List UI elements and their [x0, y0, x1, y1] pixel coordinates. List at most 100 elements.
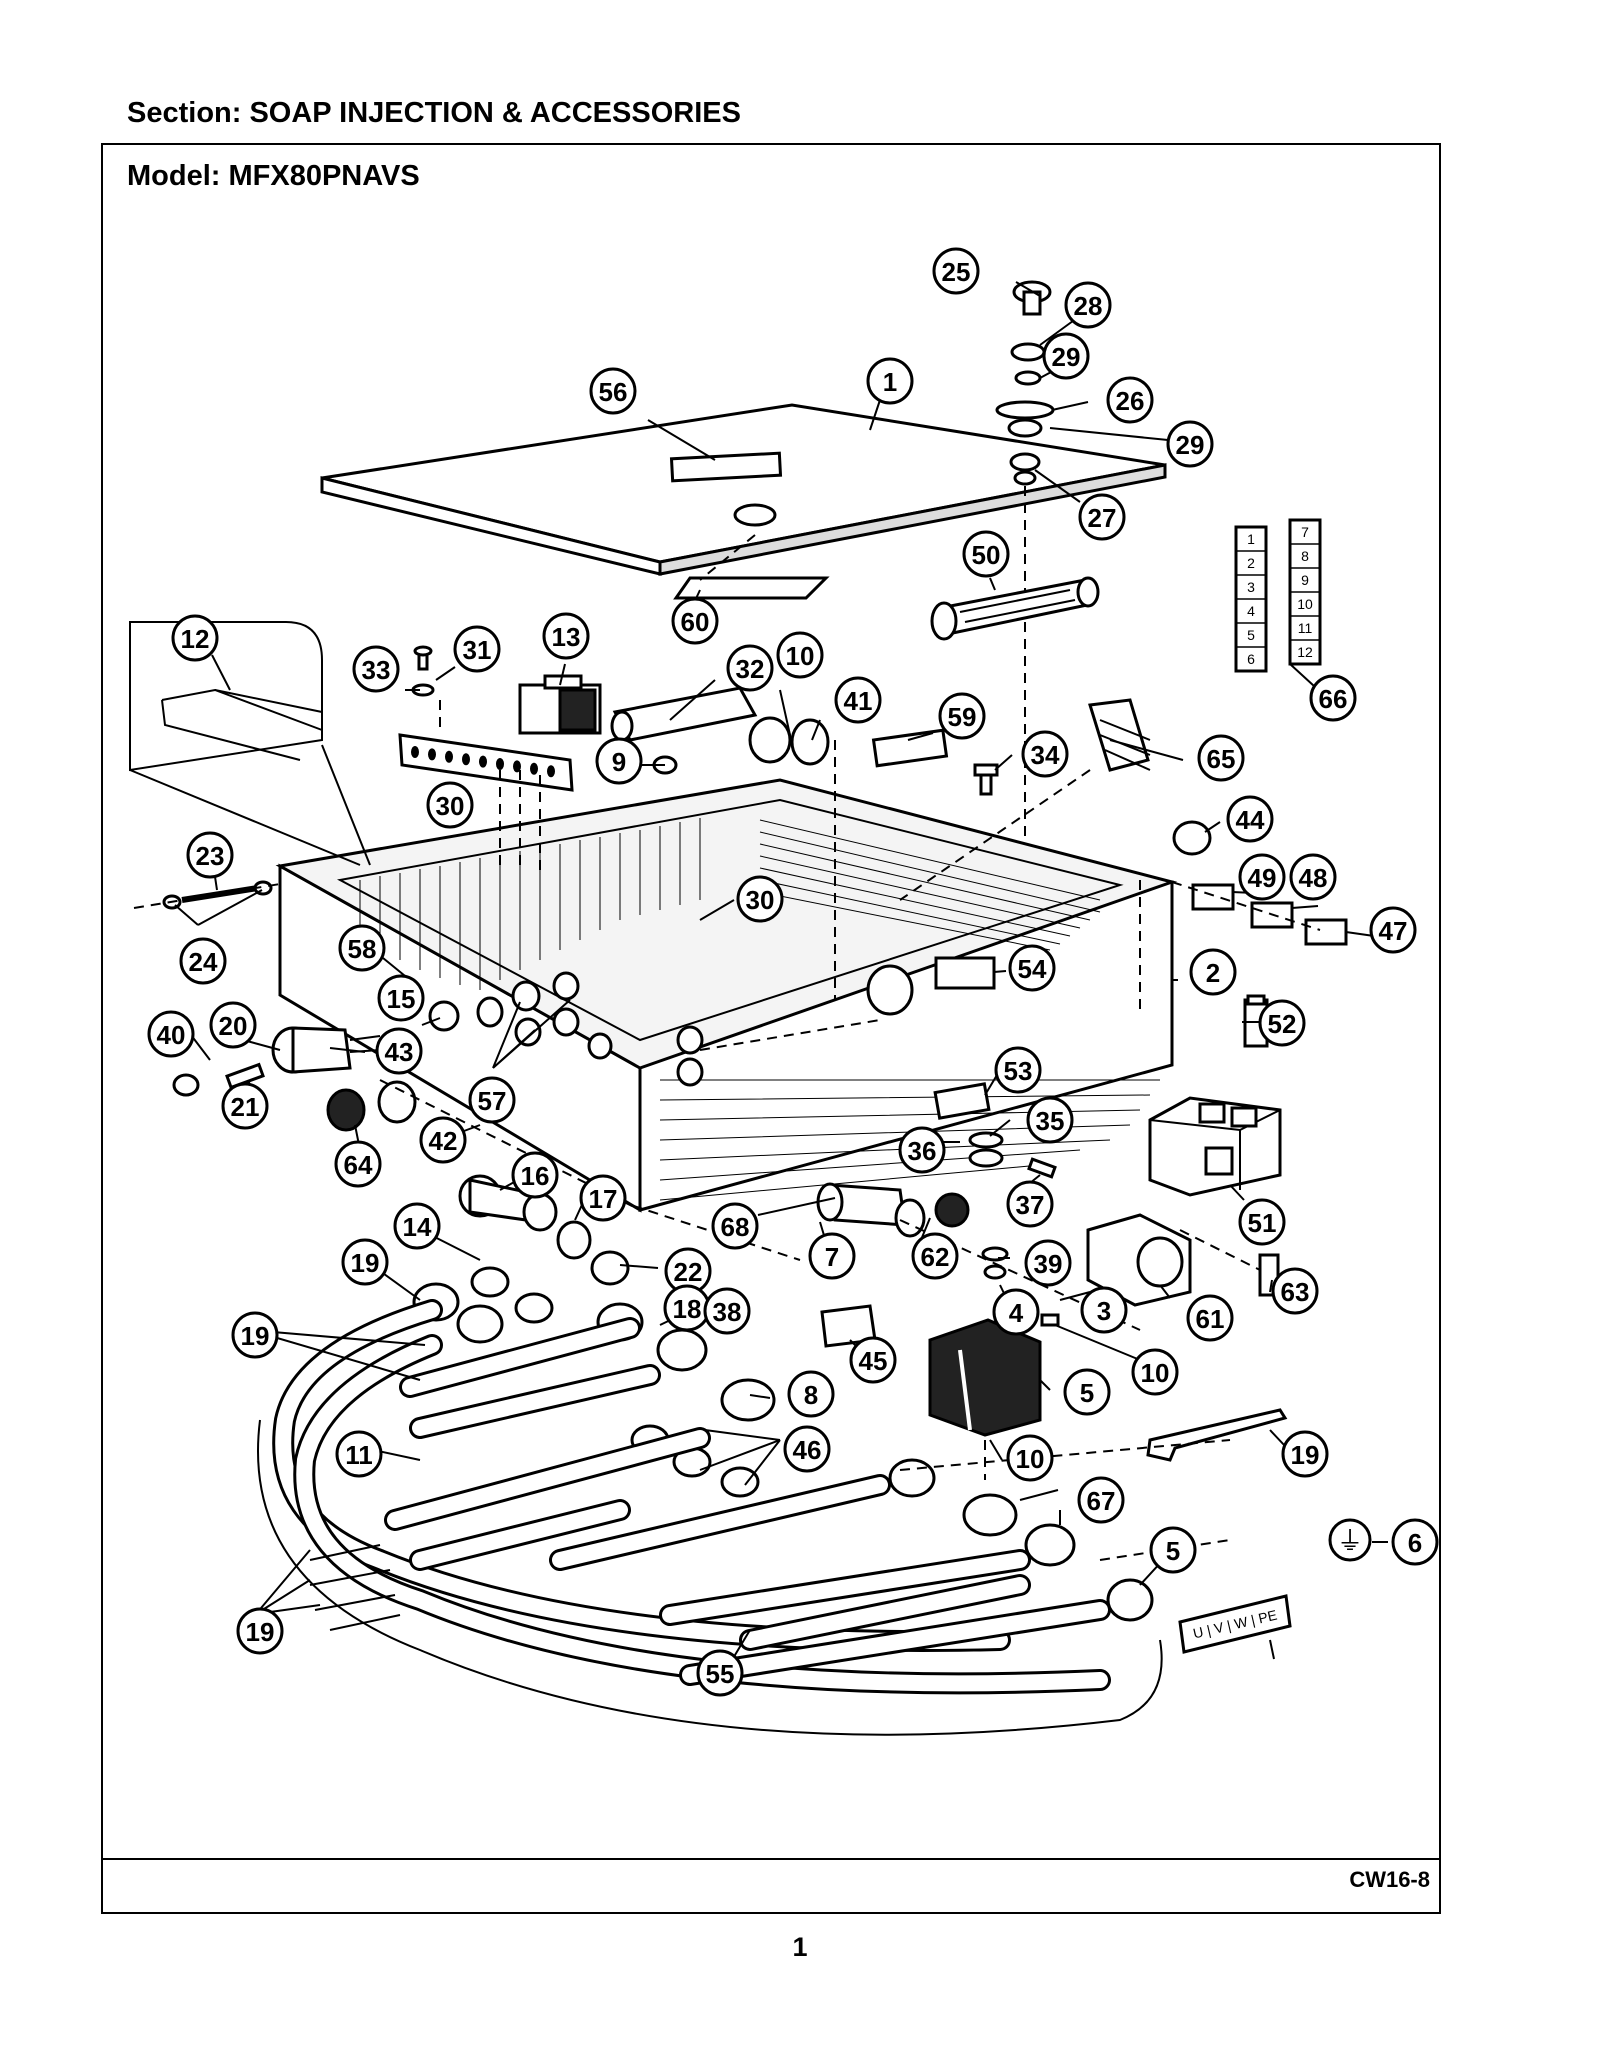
- svg-text:29: 29: [1176, 430, 1205, 460]
- callout-46: 46: [783, 1425, 831, 1473]
- callout-40: 40: [147, 1010, 195, 1058]
- callout-10: 10: [1006, 1434, 1054, 1482]
- callout-13: 13: [542, 612, 590, 660]
- terminal-label: 6: [1247, 651, 1255, 667]
- ground-symbol: ⏚: [1328, 1518, 1372, 1562]
- svg-text:15: 15: [387, 984, 416, 1014]
- terminal-label: 2: [1247, 555, 1255, 571]
- footer-divider: [101, 1858, 1441, 1860]
- callout-32: 32: [726, 644, 774, 692]
- callout-17: 17: [579, 1174, 627, 1222]
- callout-2: 2: [1189, 948, 1237, 996]
- svg-text:22: 22: [674, 1257, 703, 1287]
- svg-text:30: 30: [746, 885, 775, 915]
- elbow-fittings: [458, 1174, 630, 1324]
- transformer-8: [928, 1318, 1042, 1437]
- callout-20: 20: [209, 1001, 257, 1049]
- svg-text:41: 41: [844, 686, 873, 716]
- callout-64: 64: [334, 1140, 382, 1188]
- callout-29: 29: [1042, 332, 1090, 380]
- terminal-hole: [445, 750, 453, 763]
- svg-text:29: 29: [1052, 342, 1081, 372]
- callout-52: 52: [1258, 999, 1306, 1047]
- callout-66: 66: [1309, 674, 1357, 722]
- ground-icon: ⏚: [1337, 1526, 1363, 1556]
- callout-39: 39: [1024, 1239, 1072, 1287]
- callout-43: 43: [375, 1027, 423, 1075]
- terminal-label: 10: [1297, 596, 1313, 612]
- svg-text:9: 9: [612, 747, 626, 777]
- callout-6: 6: [1391, 1518, 1439, 1566]
- callout-41: 41: [834, 676, 882, 724]
- callout-19: 19: [1281, 1430, 1329, 1478]
- svg-text:1: 1: [883, 367, 897, 397]
- terminal-hole: [479, 755, 487, 768]
- svg-text:3: 3: [1097, 1296, 1111, 1326]
- svg-text:35: 35: [1036, 1106, 1065, 1136]
- terminal-hole: [411, 746, 419, 758]
- callout-38: 38: [703, 1287, 751, 1335]
- svg-text:44: 44: [1236, 805, 1265, 835]
- callout-22: 22: [664, 1247, 712, 1295]
- svg-text:53: 53: [1004, 1056, 1033, 1086]
- terminal-hole: [496, 758, 504, 770]
- svg-text:65: 65: [1207, 744, 1236, 774]
- svg-text:61: 61: [1196, 1304, 1225, 1334]
- callout-44: 44: [1226, 795, 1274, 843]
- callout-10: 10: [776, 631, 824, 679]
- lid-screw-stack: [995, 280, 1055, 900]
- svg-text:67: 67: [1087, 1486, 1116, 1516]
- callout-51: 51: [1238, 1198, 1286, 1246]
- callout-9: 9: [595, 737, 643, 785]
- callout-26: 26: [1106, 376, 1154, 424]
- terminal-label: 1: [1247, 531, 1255, 547]
- terminal-hole: [547, 765, 555, 778]
- svg-text:24: 24: [189, 947, 218, 977]
- svg-text:63: 63: [1281, 1277, 1310, 1307]
- terminal-label: 4: [1247, 603, 1255, 619]
- callout-49: 49: [1238, 853, 1286, 901]
- callout-25: 25: [932, 247, 980, 295]
- callout-67: 67: [1077, 1476, 1125, 1524]
- svg-text:7: 7: [825, 1242, 839, 1272]
- svg-text:55: 55: [706, 1659, 735, 1689]
- svg-text:27: 27: [1088, 503, 1117, 533]
- svg-text:56: 56: [599, 377, 628, 407]
- diagram-frame: [101, 143, 1441, 1914]
- terminal-label: 3: [1247, 579, 1255, 595]
- svg-text:32: 32: [736, 654, 765, 684]
- svg-text:19: 19: [351, 1248, 380, 1278]
- screw-34: [973, 763, 999, 796]
- svg-text:42: 42: [429, 1126, 458, 1156]
- left-fittings: [172, 1000, 641, 1211]
- terminal-label: 8: [1301, 548, 1309, 564]
- callout-27: 27: [1078, 493, 1126, 541]
- terminal-65: [1088, 698, 1151, 772]
- callout-57: 57: [468, 1076, 516, 1124]
- svg-text:45: 45: [859, 1346, 888, 1376]
- callout-30: 30: [426, 781, 474, 829]
- svg-text:68: 68: [721, 1212, 750, 1242]
- svg-text:37: 37: [1016, 1190, 1045, 1220]
- callout-29: 29: [1166, 420, 1214, 468]
- terminal-label: 9: [1301, 572, 1309, 588]
- svg-text:60: 60: [681, 607, 710, 637]
- callout-62: 62: [911, 1232, 959, 1280]
- callout-45: 45: [849, 1336, 897, 1384]
- switch-3: [1086, 1213, 1192, 1307]
- svg-text:66: 66: [1319, 684, 1348, 714]
- callout-60: 60: [671, 597, 719, 645]
- callout-47: 47: [1369, 906, 1417, 954]
- callout-10: 10: [1131, 1348, 1179, 1396]
- callout-42: 42: [419, 1116, 467, 1164]
- svg-text:54: 54: [1018, 954, 1047, 984]
- terminal-strip-55: U | V | W | PE: [1178, 1594, 1292, 1654]
- callout-21: 21: [221, 1082, 269, 1130]
- callout-30: 30: [736, 875, 784, 923]
- callout-7: 7: [808, 1232, 856, 1280]
- callout-15: 15: [377, 974, 425, 1022]
- callout-34: 34: [1021, 730, 1069, 778]
- rod-50: [930, 576, 1100, 641]
